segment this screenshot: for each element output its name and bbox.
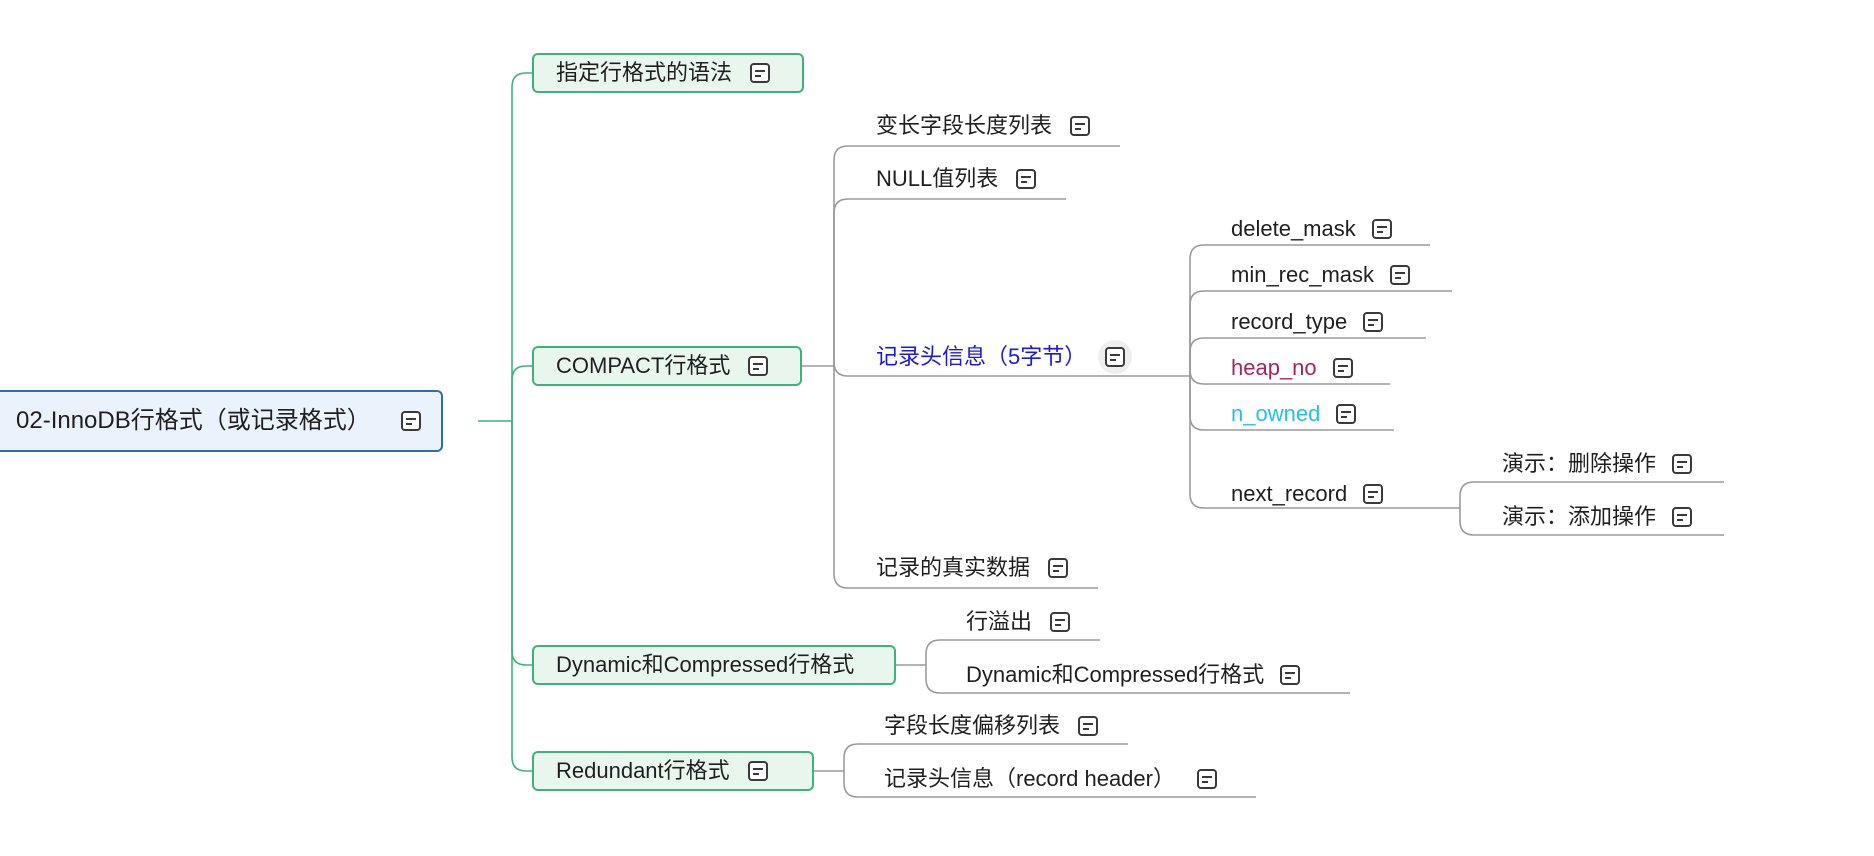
topic-label: heap_no bbox=[1231, 355, 1317, 380]
topic-label: n_owned bbox=[1231, 401, 1321, 426]
topic-variable-length-list[interactable]: 变长字段长度列表 bbox=[876, 108, 1091, 144]
connector-header bbox=[833, 361, 1170, 377]
connector-demo-add bbox=[1459, 508, 1724, 536]
topic-label: Dynamic和Compressed行格式 bbox=[966, 662, 1265, 687]
note-icon[interactable] bbox=[1016, 169, 1037, 189]
connector-field-offset bbox=[843, 743, 1128, 771]
topic-n-owned[interactable]: n_owned bbox=[1231, 396, 1357, 432]
topic-next-record[interactable]: next_record bbox=[1231, 476, 1384, 512]
connector-row-overflow bbox=[925, 639, 1100, 665]
connector-next-record bbox=[1189, 376, 1414, 509]
topic-delete-mask[interactable]: delete_mask bbox=[1231, 211, 1392, 247]
connector-real-data bbox=[833, 366, 1098, 589]
note-icon[interactable] bbox=[1078, 716, 1099, 736]
topic-label: next_record bbox=[1231, 481, 1348, 506]
branch-dynamic-compressed[interactable]: Dynamic和Compressed行格式 bbox=[532, 645, 896, 685]
topic-label: record_type bbox=[1231, 309, 1348, 334]
note-icon[interactable] bbox=[1672, 454, 1693, 474]
connector-branch-syntax bbox=[511, 72, 532, 421]
note-icon[interactable] bbox=[1363, 484, 1384, 504]
topic-row-overflow[interactable]: 行溢出 bbox=[966, 604, 1071, 640]
note-icon[interactable] bbox=[1336, 404, 1357, 424]
note-icon[interactable] bbox=[1280, 665, 1301, 685]
branch-row-format-syntax[interactable]: 指定行格式的语法 bbox=[532, 53, 804, 93]
note-icon[interactable] bbox=[748, 356, 769, 376]
connector-record-header-redundant bbox=[843, 771, 1256, 798]
note-icon[interactable] bbox=[747, 761, 768, 781]
branch-label: Dynamic和Compressed行格式 bbox=[556, 652, 855, 677]
topic-min-rec-mask[interactable]: min_rec_mask bbox=[1231, 257, 1411, 293]
topic-label: 演示：删除操作 bbox=[1502, 451, 1657, 476]
root-topic-label: 02-InnoDB行格式（或记录格式） bbox=[16, 407, 371, 434]
topic-record-header-redundant[interactable]: 记录头信息（record header） bbox=[884, 761, 1217, 797]
connector-branch-redundant bbox=[511, 421, 532, 772]
note-icon[interactable] bbox=[1070, 116, 1091, 136]
branch-compact[interactable]: COMPACT行格式 bbox=[532, 346, 802, 386]
topic-field-offset-list[interactable]: 字段长度偏移列表 bbox=[884, 708, 1099, 744]
branch-label: Redundant行格式 bbox=[556, 758, 730, 783]
note-icon[interactable] bbox=[1196, 769, 1217, 789]
topic-demo-delete[interactable]: 演示：删除操作 bbox=[1502, 446, 1693, 482]
note-icon-highlight bbox=[1098, 340, 1133, 374]
topic-label: 记录的真实数据 bbox=[876, 555, 1031, 580]
connector-delete-mask bbox=[1189, 244, 1430, 376]
topic-label: NULL值列表 bbox=[876, 166, 999, 191]
connector-varlen bbox=[833, 145, 1120, 366]
topic-label: 行溢出 bbox=[966, 609, 1033, 634]
note-icon[interactable] bbox=[1050, 612, 1071, 632]
note-icon[interactable] bbox=[1048, 558, 1069, 578]
connector-dynamic-format bbox=[925, 665, 1350, 694]
note-icon[interactable] bbox=[1371, 219, 1392, 239]
note-icon[interactable] bbox=[1672, 507, 1693, 527]
branch-label: 指定行格式的语法 bbox=[556, 60, 733, 85]
branch-label: COMPACT行格式 bbox=[556, 353, 731, 378]
topic-label: 记录头信息（5字节） bbox=[876, 344, 1087, 369]
connector-demo-delete bbox=[1459, 481, 1724, 508]
note-icon[interactable] bbox=[1363, 312, 1384, 332]
connector-branch-compact bbox=[511, 365, 532, 421]
topic-record-type[interactable]: record_type bbox=[1231, 304, 1384, 340]
note-icon[interactable] bbox=[750, 63, 771, 83]
connector-heap-no bbox=[1189, 369, 1390, 385]
note-icon[interactable] bbox=[1390, 265, 1411, 285]
branch-redundant[interactable]: Redundant行格式 bbox=[532, 751, 814, 791]
topic-label: min_rec_mask bbox=[1231, 262, 1375, 287]
connector-null-list bbox=[833, 198, 1066, 366]
topic-record-header[interactable]: 记录头信息（5字节） bbox=[876, 339, 1133, 375]
topic-demo-add[interactable]: 演示：添加操作 bbox=[1502, 499, 1693, 535]
connector-min-rec-mask bbox=[1189, 290, 1452, 376]
note-icon[interactable] bbox=[1332, 358, 1353, 378]
topic-label: delete_mask bbox=[1231, 216, 1356, 241]
topic-label: 记录头信息（record header） bbox=[884, 766, 1175, 791]
topic-real-data[interactable]: 记录的真实数据 bbox=[876, 550, 1069, 586]
root-topic[interactable]: 02-InnoDB行格式（或记录格式） bbox=[0, 390, 443, 452]
connector-branch-dynamic bbox=[511, 421, 532, 666]
topic-dynamic-compressed-format[interactable]: Dynamic和Compressed行格式 bbox=[966, 657, 1301, 693]
topic-label: 演示：添加操作 bbox=[1502, 504, 1657, 529]
note-icon[interactable] bbox=[400, 411, 421, 431]
topic-label: 变长字段长度列表 bbox=[876, 113, 1053, 138]
note-icon[interactable] bbox=[1105, 347, 1126, 367]
topic-label: 字段长度偏移列表 bbox=[884, 713, 1061, 738]
topic-heap-no[interactable]: heap_no bbox=[1231, 350, 1353, 386]
connector-record-type bbox=[1189, 337, 1426, 376]
topic-null-value-list[interactable]: NULL值列表 bbox=[876, 161, 1037, 197]
